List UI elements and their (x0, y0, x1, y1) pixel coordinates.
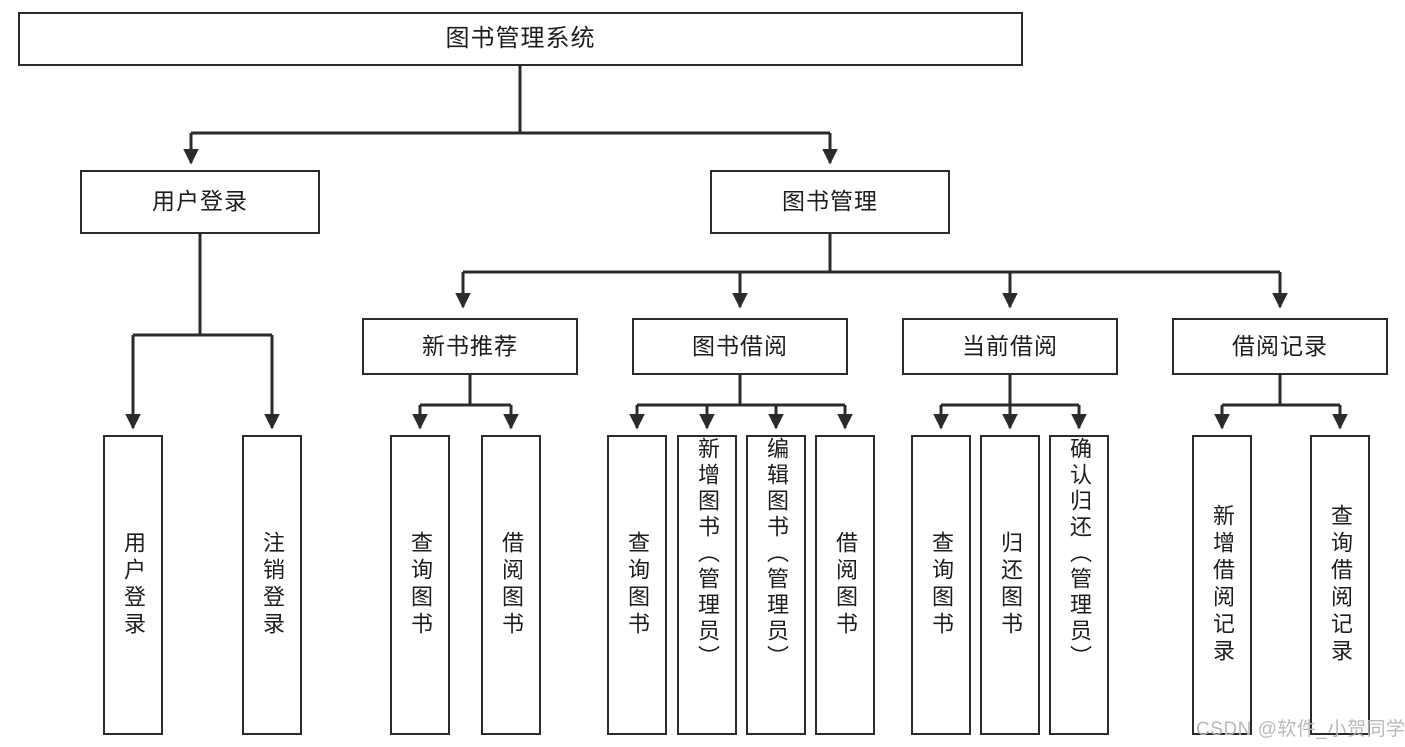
node-current-borrow[interactable]: 当前借阅 (902, 318, 1118, 375)
node-label: 用户登录 (121, 531, 146, 639)
node-label: 新书推荐 (422, 332, 518, 359)
leaf-borrow-book[interactable]: 借阅图书 (815, 435, 875, 735)
node-label: 新增借阅记录 (1210, 504, 1235, 666)
leaf-edit-book-admin[interactable]: 编辑图书（管理员） (746, 435, 806, 735)
node-label: 借阅图书 (499, 531, 524, 639)
node-root-system[interactable]: 图书管理系统 (18, 12, 1023, 66)
leaf-add-borrow-record[interactable]: 新增借阅记录 (1192, 435, 1252, 735)
leaf-return-book[interactable]: 归还图书 (980, 435, 1040, 735)
node-label: 图书借阅 (692, 332, 788, 359)
leaf-add-book-admin[interactable]: 新增图书（管理员） (677, 435, 737, 735)
leaf-confirm-return-admin[interactable]: 确认归还（管理员） (1049, 435, 1109, 735)
leaf-borrow-book-recommend[interactable]: 借阅图书 (481, 435, 541, 735)
node-label: 新增图书（管理员） (695, 437, 720, 671)
node-label: 用户登录 (152, 188, 248, 215)
node-user-login[interactable]: 用户登录 (80, 170, 320, 234)
leaf-query-book-current[interactable]: 查询图书 (911, 435, 971, 735)
node-label: 查询图书 (929, 531, 954, 639)
node-label: 确认归还（管理员） (1067, 437, 1092, 671)
leaf-query-book-recommend[interactable]: 查询图书 (390, 435, 450, 735)
leaf-user-login[interactable]: 用户登录 (103, 435, 163, 735)
leaf-query-book-borrow[interactable]: 查询图书 (607, 435, 667, 735)
node-label: 当前借阅 (962, 332, 1058, 359)
node-label: 归还图书 (998, 531, 1023, 639)
node-label: 编辑图书（管理员） (764, 437, 789, 671)
node-label: 注销登录 (260, 531, 285, 639)
leaf-query-borrow-record[interactable]: 查询借阅记录 (1310, 435, 1370, 735)
csdn-watermark: CSDN @软件_小贺同学 (1196, 719, 1405, 740)
node-new-book-recommend[interactable]: 新书推荐 (362, 318, 578, 375)
node-label: 借阅记录 (1232, 332, 1328, 359)
node-book-management[interactable]: 图书管理 (710, 170, 950, 234)
node-label: 查询图书 (625, 531, 650, 639)
node-label: 查询图书 (408, 531, 433, 639)
node-label: 查询借阅记录 (1328, 504, 1353, 666)
node-label: 借阅图书 (833, 531, 858, 639)
node-label: 图书管理 (782, 188, 878, 215)
leaf-logout[interactable]: 注销登录 (242, 435, 302, 735)
node-borrow-record[interactable]: 借阅记录 (1172, 318, 1388, 375)
node-label: 图书管理系统 (445, 24, 596, 52)
node-book-borrow[interactable]: 图书借阅 (632, 318, 848, 375)
